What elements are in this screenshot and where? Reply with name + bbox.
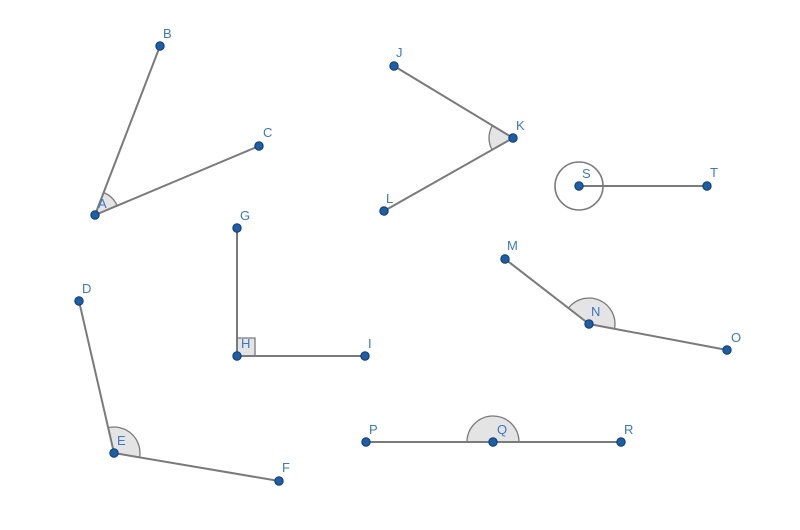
point-label-K: K [516, 118, 525, 133]
point-label-R: R [624, 422, 633, 437]
ray-AC [94, 145, 260, 216]
point-M[interactable] [500, 254, 510, 264]
angle-marker-PQR [466, 415, 520, 443]
point-label-T: T [710, 165, 718, 180]
point-J[interactable] [389, 61, 399, 71]
point-T[interactable] [702, 181, 712, 191]
point-label-B: B [163, 26, 172, 41]
point-label-H: H [241, 336, 250, 351]
point-F[interactable] [274, 476, 284, 486]
rays [78, 45, 728, 482]
point-label-Q: Q [497, 422, 507, 437]
point-D[interactable] [74, 296, 84, 306]
point-label-G: G [240, 208, 250, 223]
ray-AB [94, 45, 161, 216]
ray-NO [588, 323, 728, 351]
point-label-S: S [582, 166, 591, 181]
ray-EF [113, 452, 280, 482]
point-C[interactable] [254, 141, 264, 151]
ray-ED [78, 300, 115, 454]
point-H[interactable] [232, 351, 242, 361]
ray-NM [504, 258, 590, 325]
point-label-I: I [368, 336, 372, 351]
point-K[interactable] [508, 133, 518, 143]
point-L[interactable] [379, 206, 389, 216]
point-O[interactable] [722, 345, 732, 355]
ray-KL [383, 137, 514, 212]
point-label-L: L [386, 191, 393, 206]
angle-marker-MNO [567, 297, 616, 330]
point-P[interactable] [361, 437, 371, 447]
point-B[interactable] [155, 41, 165, 51]
point-Q[interactable] [488, 437, 498, 447]
angle-markers [93, 124, 616, 459]
points [74, 41, 732, 486]
point-label-E: E [117, 433, 126, 448]
point-R[interactable] [616, 437, 626, 447]
point-label-F: F [282, 460, 290, 475]
point-label-D: D [82, 281, 91, 296]
point-S[interactable] [574, 181, 584, 191]
point-E[interactable] [109, 448, 119, 458]
point-label-A: A [98, 196, 107, 211]
point-label-J: J [396, 45, 403, 60]
point-N[interactable] [584, 319, 594, 329]
point-labels: A B C J K L S T G H I M N O D E F P Q R [82, 26, 741, 475]
point-label-M: M [507, 238, 518, 253]
point-label-N: N [591, 304, 600, 319]
point-I[interactable] [360, 351, 370, 361]
point-A[interactable] [90, 210, 100, 220]
point-label-O: O [731, 330, 741, 345]
point-label-P: P [369, 422, 378, 437]
point-label-C: C [263, 125, 272, 140]
ray-KJ [393, 65, 514, 139]
point-G[interactable] [232, 223, 242, 233]
